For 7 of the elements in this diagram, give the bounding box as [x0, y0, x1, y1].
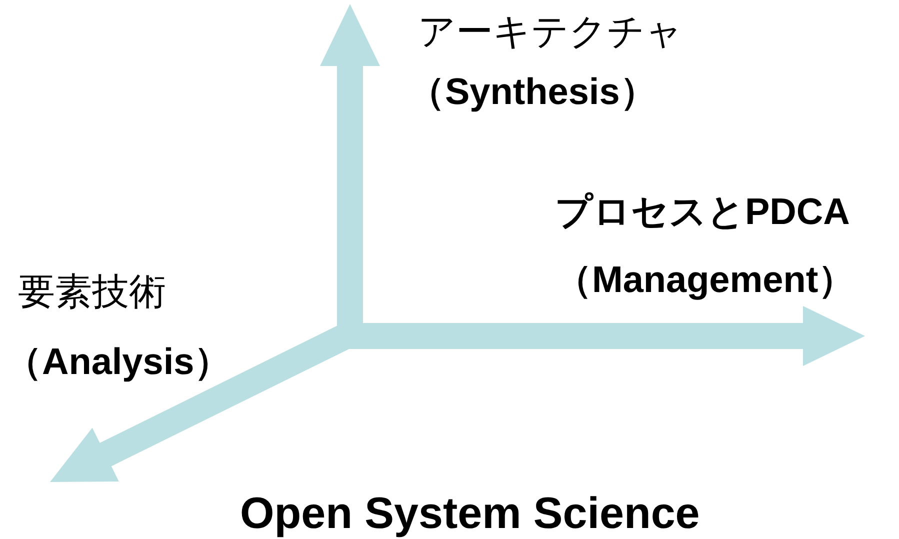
axis-label: Open System Science	[240, 490, 700, 538]
axis-label: （Synthesis）	[408, 72, 657, 113]
axis-label: （Analysis）	[5, 342, 232, 383]
axis-label: アーキテクチャ	[418, 12, 683, 53]
axis-label: （Management）	[555, 260, 856, 301]
axis-label: プロセスとPDCA	[555, 192, 850, 233]
axis-label: 要素技術	[18, 272, 166, 313]
